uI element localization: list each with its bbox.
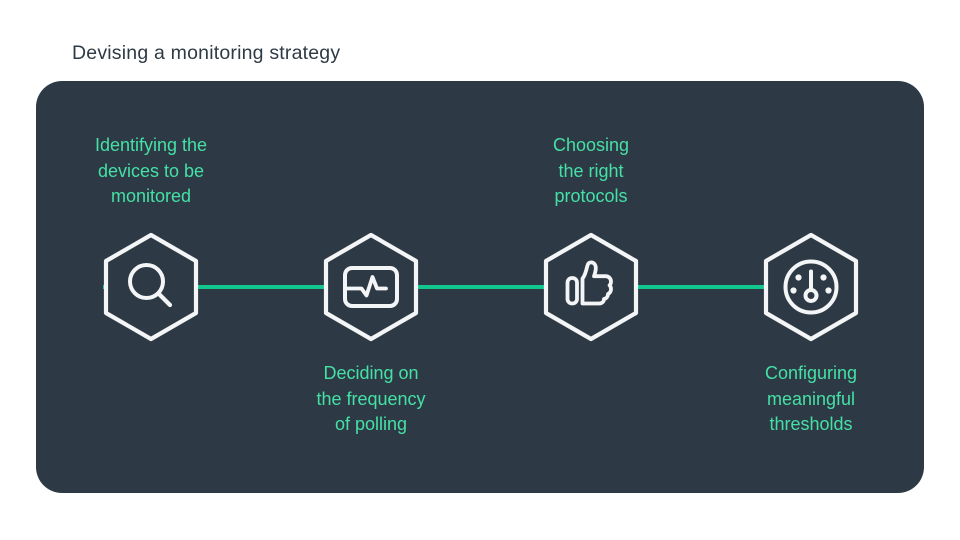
step-node-polling-frequency: [311, 227, 431, 347]
hexagon-shape: [103, 232, 199, 342]
step-label-choose-protocols: Choosing the right protocols: [552, 135, 630, 206]
monitoring-strategy-card: Identifying the devices to be monitored …: [36, 81, 924, 493]
thumbs-up-icon: [565, 260, 613, 306]
pulse-monitor-icon: [343, 266, 399, 308]
gauge-icon: [783, 259, 839, 315]
step-label-identify-devices: Identifying the devices to be monitored: [94, 135, 208, 206]
hexagon-shape: [543, 232, 639, 342]
page-title: Devising a monitoring strategy: [72, 42, 341, 64]
step-label-polling-frequency: Deciding on the frequency of polling: [316, 363, 426, 434]
step-node-configure-thresholds: [751, 227, 871, 347]
step-label-configure-thresholds: Configuring meaningful thresholds: [764, 363, 858, 434]
step-node-choose-protocols: [531, 227, 651, 347]
magnifier-icon: [128, 263, 173, 308]
connector-line: [103, 285, 776, 289]
step-node-identify-devices: [91, 227, 211, 347]
